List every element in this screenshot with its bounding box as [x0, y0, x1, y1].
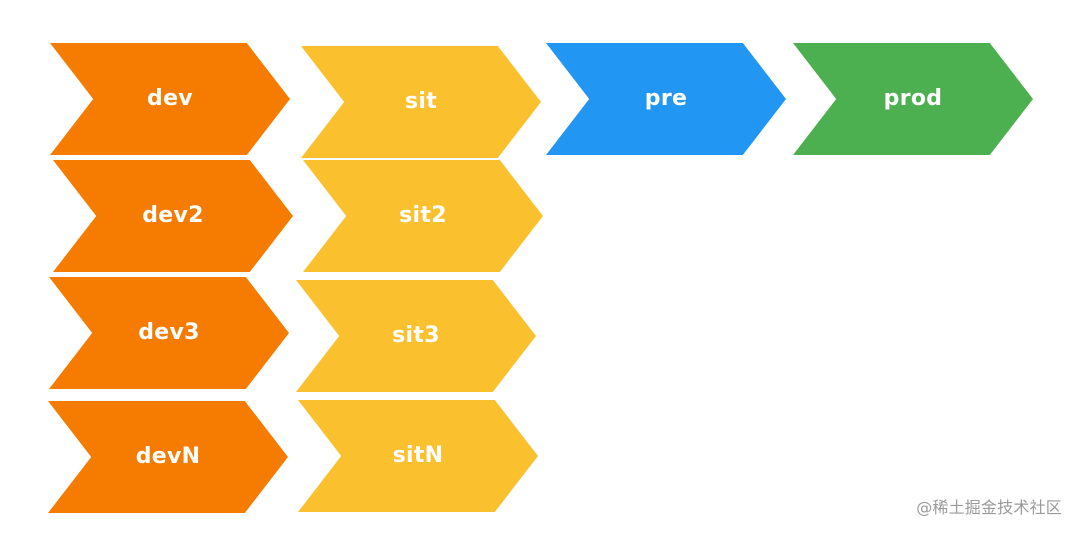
stage-dev2: dev2	[53, 160, 293, 272]
stage-dev-label: dev	[147, 86, 193, 111]
stage-sit3: sit3	[296, 280, 536, 392]
stage-dev3-label: dev3	[138, 320, 200, 345]
stage-sit: sit	[301, 46, 541, 158]
stage-dev: dev	[50, 43, 290, 155]
stage-dev3: dev3	[49, 277, 289, 389]
stage-sitN-label: sitN	[392, 443, 444, 468]
stage-sit2: sit2	[303, 160, 543, 272]
stage-devN-label: devN	[135, 444, 201, 469]
stage-prod-label: prod	[883, 86, 943, 111]
stage-pre-label: pre	[644, 86, 688, 111]
stage-sitN: sitN	[298, 400, 538, 512]
stage-dev2-label: dev2	[142, 203, 204, 228]
watermark: @稀土掘金技术社区	[916, 498, 1062, 517]
stage-pre: pre	[546, 43, 786, 155]
stage-sit2-label: sit2	[399, 203, 447, 228]
stage-prod: prod	[793, 43, 1033, 155]
stage-sit3-label: sit3	[392, 323, 440, 348]
stage-sit-label: sit	[404, 89, 438, 114]
stage-devN: devN	[48, 401, 288, 513]
